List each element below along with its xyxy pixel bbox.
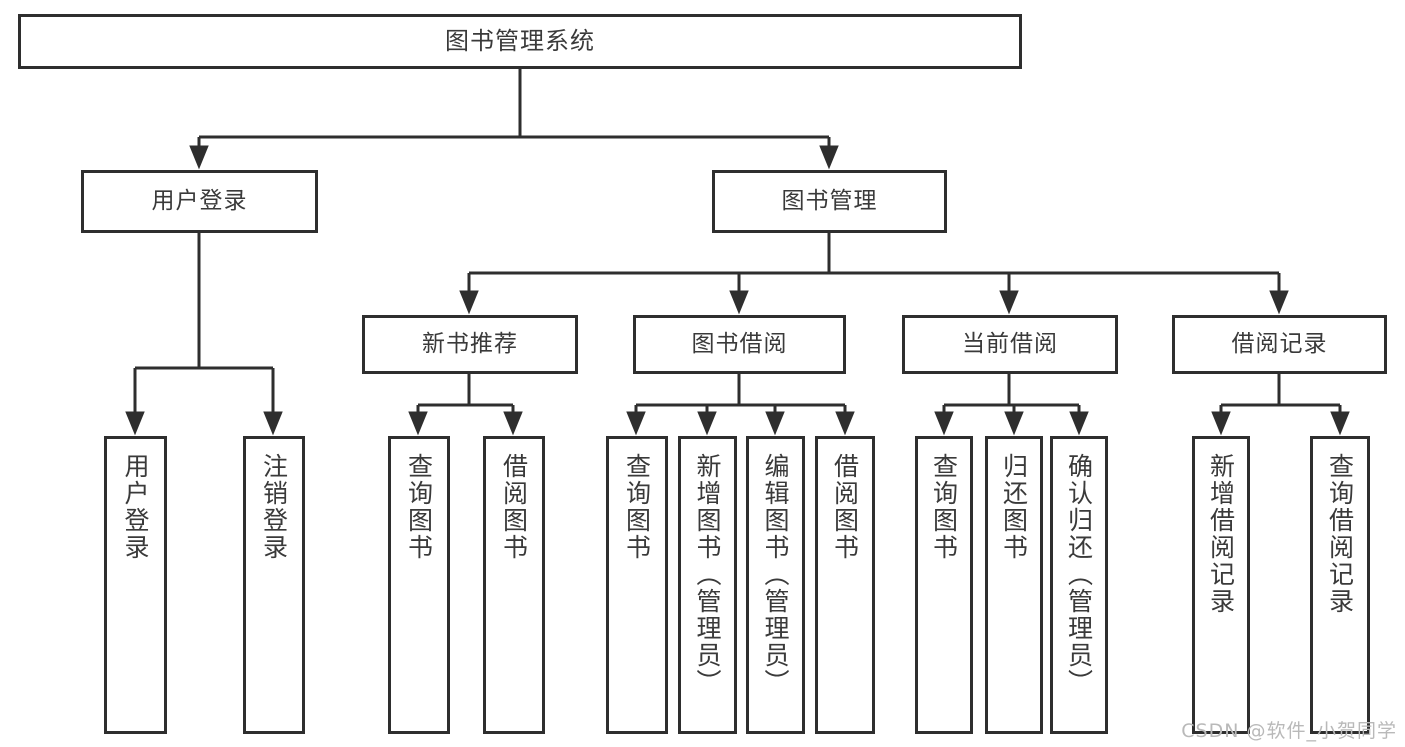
- arrowhead-borrow-record-to-leaves-1: [1330, 411, 1350, 436]
- node-leaf-logout[interactable]: 注销登录: [243, 436, 305, 734]
- node-label-leaf-return-book: 归还图书: [999, 453, 1029, 561]
- node-current-borrow[interactable]: 当前借阅: [902, 315, 1118, 374]
- node-leaf-borrow-book-2[interactable]: 借阅图书: [815, 436, 875, 734]
- node-leaf-add-book[interactable]: 新增图书（管理员）: [678, 436, 737, 734]
- node-label-leaf-query-book-2: 查询图书: [622, 453, 652, 561]
- node-new-book-rec[interactable]: 新书推荐: [362, 315, 578, 374]
- node-book-admin[interactable]: 图书管理: [712, 170, 947, 233]
- node-leaf-query-record[interactable]: 查询借阅记录: [1310, 436, 1370, 734]
- arrowhead-borrow-record-to-leaves-0: [1211, 411, 1231, 436]
- node-label-new-book-rec: 新书推荐: [422, 330, 518, 357]
- arrowhead-user-login-to-leaves-1: [263, 411, 283, 436]
- node-label-leaf-query-book-3: 查询图书: [929, 453, 959, 561]
- node-book-borrow[interactable]: 图书借阅: [633, 315, 846, 374]
- arrowhead-root-to-level2-0: [189, 145, 209, 170]
- arrowhead-book-admin-to-level3-3: [1269, 290, 1289, 315]
- node-label-leaf-query-record: 查询借阅记录: [1325, 453, 1355, 615]
- node-label-leaf-logout: 注销登录: [259, 453, 289, 561]
- arrowhead-book-admin-to-level3-0: [459, 290, 479, 315]
- arrowhead-current-borrow-to-leaves-0: [934, 411, 954, 436]
- node-user-login[interactable]: 用户登录: [81, 170, 318, 233]
- node-label-leaf-borrow-book-1: 借阅图书: [499, 453, 529, 561]
- node-root[interactable]: 图书管理系统: [18, 14, 1022, 69]
- node-leaf-query-book-1[interactable]: 查询图书: [388, 436, 450, 734]
- node-leaf-edit-book[interactable]: 编辑图书（管理员）: [746, 436, 805, 734]
- arrowhead-user-login-to-leaves-0: [125, 411, 145, 436]
- node-leaf-add-record[interactable]: 新增借阅记录: [1192, 436, 1250, 734]
- watermark-text: CSDN @软件_小贺同学: [1181, 720, 1397, 742]
- node-label-leaf-add-record: 新增借阅记录: [1206, 453, 1236, 615]
- node-leaf-user-login[interactable]: 用户登录: [104, 436, 167, 734]
- node-label-leaf-borrow-book-2: 借阅图书: [830, 453, 860, 561]
- node-leaf-query-book-3[interactable]: 查询图书: [915, 436, 973, 734]
- node-leaf-query-book-2[interactable]: 查询图书: [606, 436, 668, 734]
- arrowhead-book-borrow-to-leaves-2: [765, 411, 785, 436]
- node-borrow-record[interactable]: 借阅记录: [1172, 315, 1387, 374]
- arrowhead-book-borrow-to-leaves-3: [835, 411, 855, 436]
- node-label-borrow-record: 借阅记录: [1231, 330, 1328, 357]
- arrowhead-book-borrow-to-leaves-0: [626, 411, 646, 436]
- arrowhead-current-borrow-to-leaves-1: [1004, 411, 1024, 436]
- arrowhead-current-borrow-to-leaves-2: [1069, 411, 1089, 436]
- connector-lines: [125, 69, 1350, 436]
- node-label-user-login: 用户登录: [151, 187, 248, 214]
- node-label-root: 图书管理系统: [445, 27, 595, 56]
- node-label-current-borrow: 当前借阅: [962, 330, 1058, 357]
- node-label-leaf-add-book: 新增图书（管理员）: [693, 453, 722, 696]
- node-label-book-admin: 图书管理: [781, 187, 878, 214]
- node-label-leaf-edit-book: 编辑图书（管理员）: [761, 453, 790, 696]
- arrowhead-new-book-rec-to-leaves-1: [503, 411, 523, 436]
- node-label-book-borrow: 图书借阅: [691, 330, 788, 357]
- arrowhead-book-admin-to-level3-1: [729, 290, 749, 315]
- node-label-leaf-query-book-1: 查询图书: [404, 453, 434, 561]
- arrowhead-new-book-rec-to-leaves-0: [408, 411, 428, 436]
- arrowhead-root-to-level2-1: [819, 145, 839, 170]
- node-leaf-borrow-book-1[interactable]: 借阅图书: [483, 436, 545, 734]
- node-leaf-confirm-return[interactable]: 确认归还（管理员）: [1050, 436, 1108, 734]
- node-label-leaf-user-login: 用户登录: [121, 453, 150, 561]
- arrowhead-book-borrow-to-leaves-1: [697, 411, 717, 436]
- node-leaf-return-book[interactable]: 归还图书: [985, 436, 1043, 734]
- node-label-leaf-confirm-return: 确认归还（管理员）: [1064, 453, 1094, 696]
- arrowhead-book-admin-to-level3-2: [999, 290, 1019, 315]
